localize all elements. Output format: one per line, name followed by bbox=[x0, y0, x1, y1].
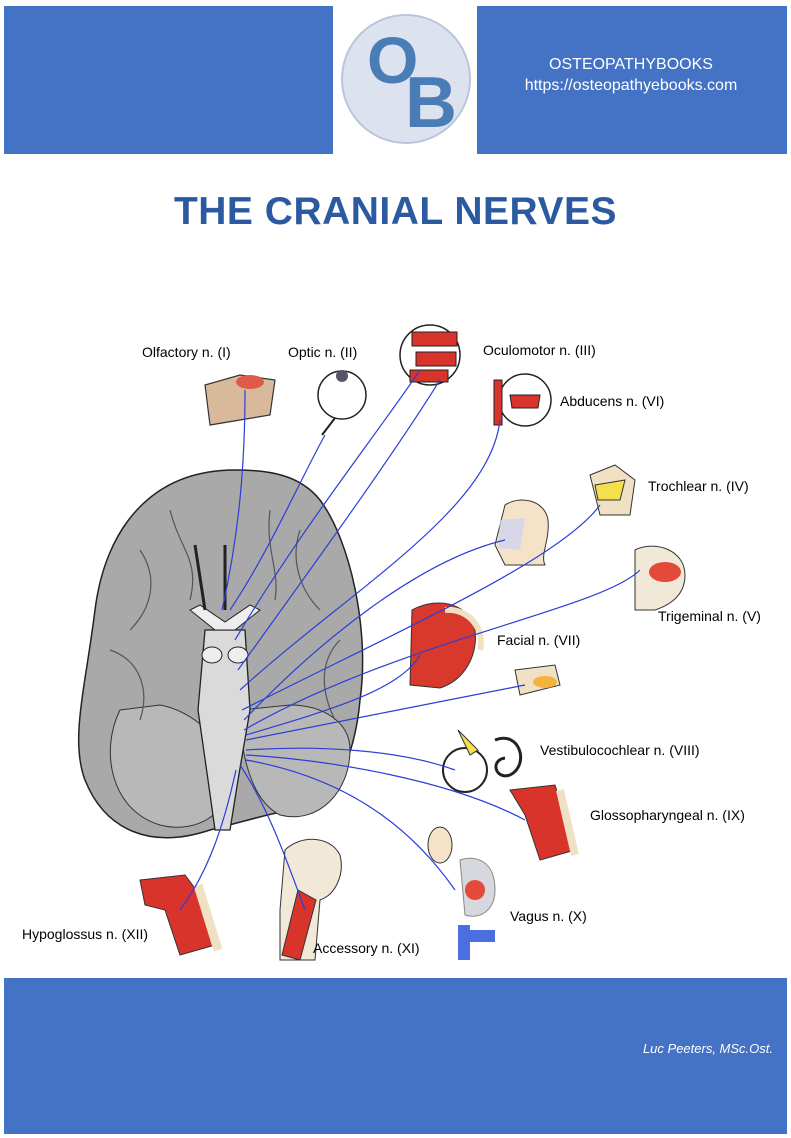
label-hypoglossus: Hypoglossus n. (XII) bbox=[22, 926, 149, 942]
label-optic: Optic n. (II) bbox=[288, 344, 358, 360]
author-credit: Luc Peeters, MSc.Ost. bbox=[642, 1041, 773, 1056]
eyeball-icon bbox=[317, 370, 367, 436]
thorax-vagus-icon bbox=[458, 857, 496, 960]
publisher-url[interactable]: https://osteopathyebooks.com bbox=[524, 77, 738, 94]
abducens-eye-icon bbox=[493, 373, 552, 427]
label-accessory: Accessory n. (XI) bbox=[313, 940, 420, 956]
brain-diagram bbox=[77, 324, 686, 961]
cranial-nerves-illustration: Olfactory n. (I) Optic n. (II) Oculomoto… bbox=[0, 310, 791, 975]
logo-letter-o: O bbox=[367, 23, 419, 97]
label-glossopharyngeal: Glossopharyngeal n. (IX) bbox=[590, 807, 745, 823]
label-oculomotor: Oculomotor n. (III) bbox=[483, 342, 596, 358]
label-vestibulocochlear: Vestibulocochlear n. (VIII) bbox=[540, 742, 700, 758]
label-trochlear: Trochlear n. (IV) bbox=[648, 478, 749, 494]
publisher-logo: O B bbox=[333, 6, 477, 154]
label-vagus: Vagus n. (X) bbox=[510, 908, 587, 924]
brain-icon bbox=[77, 469, 364, 839]
label-facial: Facial n. (VII) bbox=[497, 632, 581, 648]
tongue-icon bbox=[514, 664, 561, 696]
logo-circle: O B bbox=[341, 14, 471, 144]
publisher-info: OSTEOPATHYBOOKS https://osteopathyebooks… bbox=[490, 54, 772, 96]
neck-glossopharyngeal-icon bbox=[509, 784, 579, 861]
trochlear-icon bbox=[589, 464, 636, 516]
label-abducens: Abducens n. (VI) bbox=[560, 393, 665, 409]
head-profile-icon bbox=[494, 499, 549, 566]
facial-muscles-icon bbox=[409, 602, 484, 689]
label-olfactory: Olfactory n. (I) bbox=[142, 344, 231, 360]
label-trigeminal: Trigeminal n. (V) bbox=[658, 608, 761, 624]
neck-accessory-icon bbox=[279, 838, 342, 961]
inner-ear-icon bbox=[442, 729, 523, 793]
logo-letter-b: B bbox=[405, 63, 457, 143]
neck-hypoglossus-icon bbox=[139, 874, 223, 956]
nerve-lines bbox=[179, 369, 641, 911]
nasal-bone-icon bbox=[204, 374, 276, 426]
footer-band: Luc Peeters, MSc.Ost. bbox=[4, 978, 787, 1134]
eye-muscles-icon bbox=[399, 324, 461, 386]
publisher-name: OSTEOPATHYBOOKS bbox=[549, 56, 713, 73]
page-title: THE CRANIAL NERVES bbox=[173, 190, 618, 233]
skull-trigeminal-icon bbox=[634, 545, 686, 611]
ear-vagus-icon bbox=[427, 826, 453, 864]
